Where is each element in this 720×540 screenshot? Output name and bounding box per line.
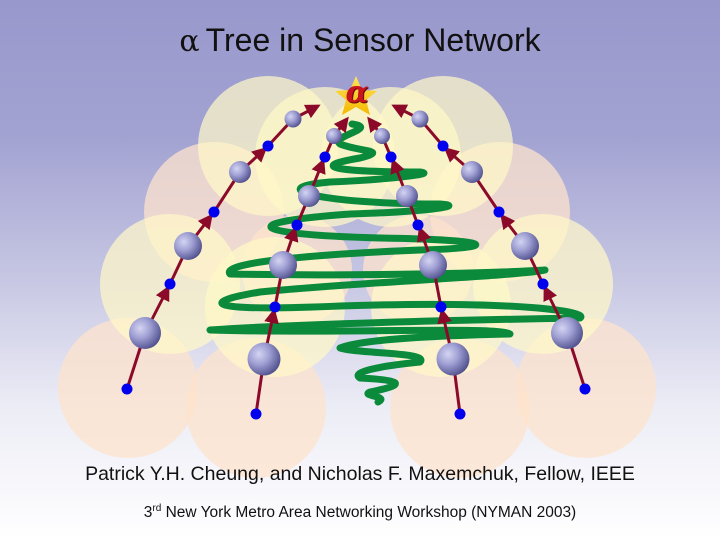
title-alpha-symbol: α	[179, 24, 200, 59]
venue-line: 3rd New York Metro Area Networking Works…	[0, 503, 720, 522]
title-text: Tree in Sensor Network	[205, 22, 541, 58]
authors-line: Patrick Y.H. Cheung, and Nicholas F. Max…	[85, 463, 635, 485]
venue-ordinal-suffix: rd	[152, 503, 162, 514]
star-icon	[335, 76, 377, 115]
star-alpha-glyph: α	[345, 75, 369, 110]
venue-text: New York Metro Area Networking Workshop …	[165, 504, 577, 521]
tree-scribble	[206, 120, 585, 406]
relay-nodes	[121, 140, 591, 420]
root-star	[335, 76, 377, 115]
venue-number: 3	[143, 504, 153, 521]
sensor-spheres	[129, 110, 583, 376]
